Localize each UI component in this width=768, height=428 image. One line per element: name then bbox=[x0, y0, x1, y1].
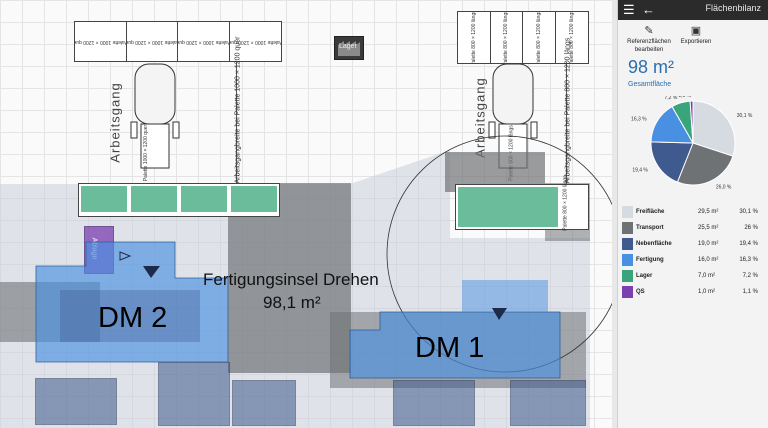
pie-slice-label: 26,0 % bbox=[716, 185, 732, 191]
back-arrow-icon[interactable]: ← bbox=[642, 2, 655, 17]
legend-percent: 30,1 % bbox=[739, 209, 758, 215]
export-label: Exportieren bbox=[680, 39, 712, 45]
legend-area: 1,0 m² bbox=[698, 289, 716, 295]
canvas-scrollbar[interactable] bbox=[612, 0, 617, 428]
edit-reference-label-1: Referenzflächen bbox=[627, 39, 671, 45]
pallet-slot[interactable]: Palette 800 × 1200 längs bbox=[491, 12, 523, 63]
legend-name: Transport bbox=[636, 225, 664, 231]
panel-title: Flächenbilanz bbox=[705, 3, 761, 13]
legend-name: QS bbox=[636, 289, 645, 295]
island-area: 98,1 m² bbox=[263, 293, 321, 312]
warehouse-icon[interactable]: Lager bbox=[334, 36, 364, 60]
legend-swatch bbox=[622, 286, 633, 298]
legend-area: 19,0 m² bbox=[698, 241, 719, 247]
pie-slice-transport[interactable] bbox=[676, 142, 734, 186]
nebenflaeche-block-4[interactable] bbox=[393, 380, 475, 426]
legend-swatch bbox=[622, 254, 633, 266]
nebenflaeche-block-5[interactable] bbox=[510, 380, 586, 426]
nebenflaeche-block-1[interactable] bbox=[35, 378, 117, 425]
legend-row-nebenfläche[interactable]: Nebenfläche 19,0 m² 19,4 % bbox=[620, 237, 766, 251]
pie-slice-label: 19,4 % bbox=[632, 167, 648, 173]
legend-swatch bbox=[622, 270, 633, 282]
nebenflaeche-block-3[interactable] bbox=[232, 380, 296, 426]
machine-label-dm1: DM 1 bbox=[415, 332, 485, 364]
fertigung-area-dm2[interactable] bbox=[0, 0, 617, 428]
aisle-dimension-left bbox=[236, 62, 237, 184]
pie-slice-label: 30,1 % bbox=[737, 113, 753, 119]
legend-percent: 19,4 % bbox=[739, 241, 758, 247]
legend-name: Lager bbox=[636, 273, 653, 279]
pie-slice-label: 16,3 % bbox=[631, 116, 647, 122]
legend-row-transport[interactable]: Transport 25,5 m² 26 % bbox=[620, 221, 766, 235]
total-area-value: 98 m² bbox=[628, 57, 675, 77]
pie-slice-qs[interactable] bbox=[689, 100, 694, 144]
legend-area: 16,0 m² bbox=[698, 257, 719, 263]
pallet-slot[interactable]: Palette 1000 × 1200 quer bbox=[127, 22, 178, 61]
forklift-left[interactable] bbox=[125, 60, 185, 172]
legend-area: 29,5 m² bbox=[698, 209, 719, 215]
hamburger-menu-icon[interactable]: ☰ bbox=[623, 2, 635, 17]
legend-percent: 26 % bbox=[744, 225, 758, 231]
pencil-icon: ✎ bbox=[644, 25, 654, 37]
legend-row-lager[interactable]: Lager 7,0 m² 7,2 % bbox=[620, 269, 766, 283]
legend-swatch bbox=[622, 206, 633, 218]
total-area-label: Gesamtfläche bbox=[628, 81, 672, 88]
nebenflaeche-block-2[interactable] bbox=[158, 362, 230, 426]
lager-rack-right[interactable] bbox=[455, 184, 589, 230]
pallet-slot[interactable]: Palette 800 × 1200 längs bbox=[458, 12, 491, 63]
pallet-slot[interactable]: Palette 1000 × 1200 quer bbox=[75, 22, 127, 61]
machine-label-dm2: DM 2 bbox=[98, 302, 168, 334]
export-button[interactable]: ▣ Exportieren bbox=[676, 24, 716, 46]
legend-row-qs[interactable]: QS 1,0 m² 1,1 % bbox=[620, 285, 766, 299]
legend-percent: 1,1 % bbox=[742, 289, 758, 295]
lager-rack-left[interactable] bbox=[78, 183, 280, 217]
legend-percent: 16,3 % bbox=[739, 257, 758, 263]
pallet-slot[interactable]: Palette 1000 × 1200 quer bbox=[178, 22, 230, 61]
area-balance-panel: ☰ ← Flächenbilanz ✎ Referenzflächen bear… bbox=[617, 0, 768, 428]
island-title: Fertigungsinsel Drehen bbox=[203, 270, 379, 289]
pie-slice-label: 1,1 % bbox=[678, 96, 691, 99]
panel-header: ☰ ← Flächenbilanz bbox=[618, 0, 768, 20]
legend-area: 25,5 m² bbox=[698, 225, 719, 231]
legend-swatch bbox=[622, 222, 633, 234]
edit-reference-areas-button[interactable]: ✎ Referenzflächen bearbeiten bbox=[622, 24, 676, 54]
export-file-icon: ▣ bbox=[690, 25, 702, 37]
legend-name: Freifläche bbox=[636, 209, 665, 215]
pie-slice-nebenfläche[interactable] bbox=[650, 141, 694, 183]
lager-label: Lager bbox=[339, 43, 357, 50]
area-pie-chart[interactable]: 30,1 % 26,0 % 19,4 % 16,3 % 7,2 %1,1 % bbox=[618, 96, 768, 196]
legend-row-fertigung[interactable]: Fertigung 16,0 m² 16,3 % bbox=[620, 253, 766, 267]
legend-name: Nebenfläche bbox=[636, 241, 672, 247]
legend-percent: 7,2 % bbox=[742, 273, 758, 279]
pie-slice-freifläche[interactable] bbox=[692, 100, 736, 157]
edit-reference-label-2: bearbeiten bbox=[634, 47, 664, 53]
legend-area: 7,0 m² bbox=[698, 273, 716, 279]
aisle-dimension-right bbox=[566, 62, 567, 184]
pallet-slot[interactable]: Palette 800 × 1200 längs bbox=[523, 12, 556, 63]
legend-name: Fertigung bbox=[636, 257, 664, 263]
fertigung-area-dm1[interactable] bbox=[0, 0, 617, 428]
legend-swatch bbox=[622, 238, 633, 250]
legend-row-freifläche[interactable]: Freifläche 29,5 m² 30,1 % bbox=[620, 205, 766, 219]
pie-slice-label: 7,2 % bbox=[665, 96, 678, 101]
